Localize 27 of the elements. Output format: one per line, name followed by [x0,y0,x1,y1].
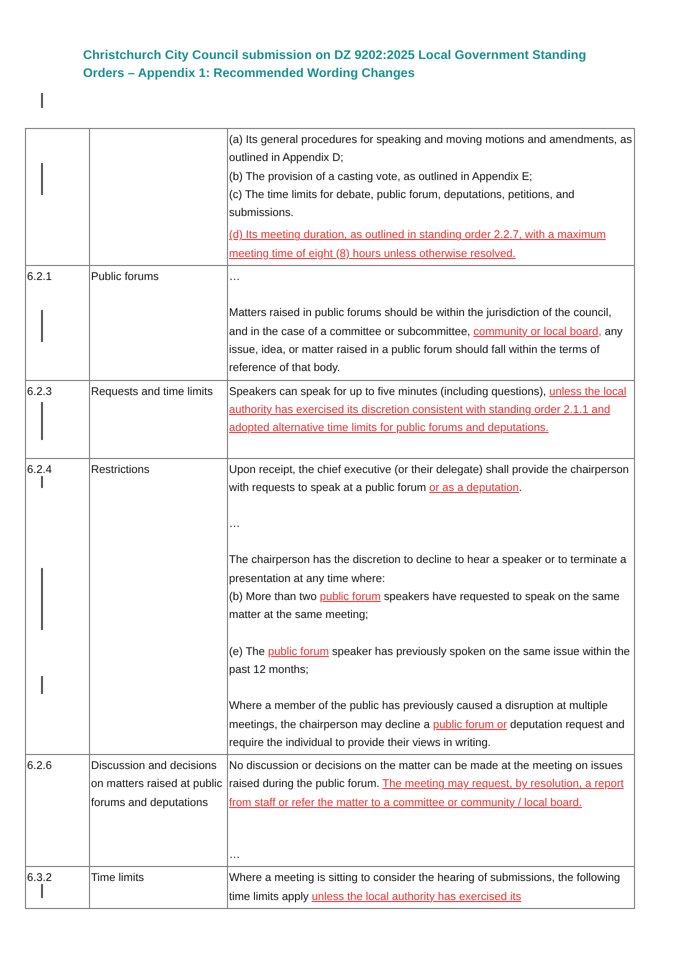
section-heading: Requests and time limits [91,384,214,400]
section-heading: Restrictions [91,462,150,478]
wording-text: (b) The provision of a casting vote, as outlined in Appendix E; [229,170,534,185]
wording-text: The chairperson has the discretion to decline to hear a speaker or to terminate a presentation at any time where: [229,553,628,587]
wording-text: Matters raised in public forums should be within the jurisdiction of the council, and in the case of a committee or subcommittee, community or local board, any issue, idea, or matter raised in a public forum should fall within the terms of reference of that body. [229,306,624,376]
ellipsis: … [229,848,242,864]
ellipsis: … [229,270,242,286]
wording-text: (e) The public forum speaker has previously spoken on the same issue within the past 12 months; [229,644,631,678]
section-number: 6.2.3 [27,384,53,400]
wording-text: Speakers can speak for up to five minutes (including questions), unless the local authority has exercised its discretion consistent with standing order 2.1.1 and adopted alternative time limits for public forums and deputations. [229,384,628,436]
section-number: 6.2.1 [27,270,53,286]
wording-text: (b) More than two public forum speakers have requested to speak on the same matter at the same meeting; [229,590,621,624]
section-number: 6.2.6 [27,759,53,774]
wording-text: (a) Its general procedures for speaking and moving motions and amendments, as outlined in Appendix D; [229,133,632,166]
section-heading: Time limits [91,871,146,886]
section-heading: Discussion and decisions on matters raised at public forums and deputations [91,759,224,811]
wording-text: Upon receipt, the chief executive (or their delegate) shall provide the chairperson with requests to speak at a public forum or as a deputation. [229,462,630,496]
wording-text: Where a meeting is sitting to consider the hearing of submissions, the following time limits apply unless the local authority has exercised its [229,871,622,905]
wording-text: Where a member of the public has previously caused a disruption at multiple meetings, the chairperson may decline a public forum or deputation request and require the individual to provide their views in writing. [229,699,626,751]
section-number: 6.2.4 [27,462,53,478]
section-heading: Public forums [91,270,160,286]
section-number: 6.3.2 [27,871,53,886]
wording-text: (c) The time limits for debate, public forum, deputations, petitions, and submissions. [229,188,576,222]
ellipsis: … [229,517,242,532]
document-title: Christchurch City Council submission on DZ 9202:2025 Local Government Standing Orders – Appendix 1: Recommended Wording Changes [83,47,588,82]
wording-text: No discussion or decisions on the matter can be made at the meeting on issues raised during the public forum. The meeting may request, by resolution, a report from staff or refer the matter to a committee or community / local board. [229,759,625,811]
inserted-wording-text: (d) Its meeting duration, as outlined in standing order 2.2.7, with a maximum meeting time of eight (8) hours unless otherwise resolved. [229,228,607,262]
